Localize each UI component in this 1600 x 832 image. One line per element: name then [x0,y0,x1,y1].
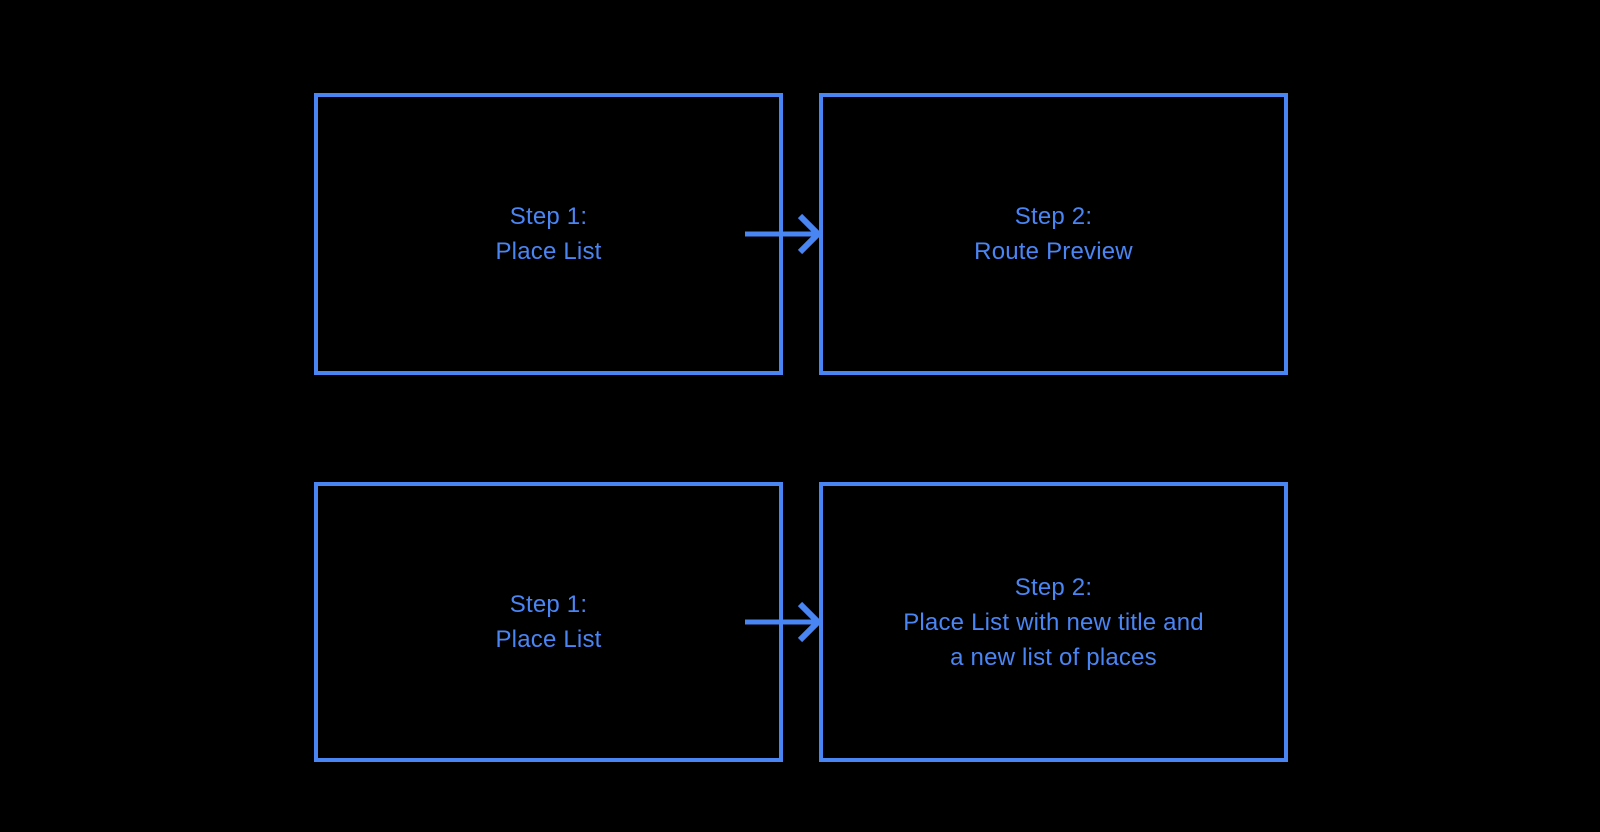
node-label-line: Step 2: [1014,203,1093,230]
node-label-line: Step 1: [509,203,588,230]
arrow-right-icon [745,601,823,643]
arrow-head [797,213,823,255]
arrow-head [797,601,823,643]
node-step1-place-list: Step 1: Place List [314,93,783,375]
node-step2-place-list-updated: Step 2: Place List with new title and a … [819,482,1288,762]
node-label-line: Place List [495,626,602,653]
node-step2-route-preview: Step 2: Route Preview [819,93,1288,375]
node-label-line: Place List [495,238,602,265]
node-label-line: Step 2: [1014,573,1093,601]
node-step1-place-list-2: Step 1: Place List [314,482,783,762]
node-label-line: a new list of places [950,643,1157,671]
arrow-right-icon [745,213,823,255]
node-label-line: Place List with new title and [903,608,1204,636]
node-label-line: Step 1: [509,591,588,618]
node-label-line: Route Preview [974,238,1133,265]
